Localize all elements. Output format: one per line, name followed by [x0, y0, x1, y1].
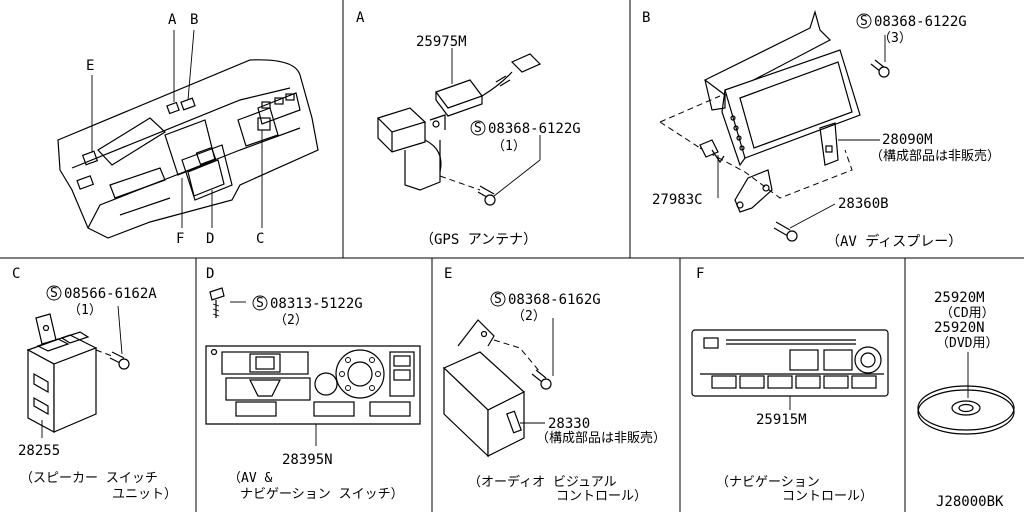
part-number-28330: 28330: [548, 416, 590, 432]
part-number-25920n: 25920N: [934, 320, 985, 336]
panel-f: F 25915M （ナビゲーション コントロール）: [691, 266, 889, 504]
panel-letter: F: [696, 266, 704, 282]
panel-e: E S 08368-6162G （2） 28330 （構成部品は非販売） （オー…: [442, 266, 666, 504]
part-number-08368-6122g: 08368-6122G: [488, 121, 581, 137]
leader-screw-a2: [493, 159, 541, 197]
panel-caption-line2: コントロール）: [556, 489, 647, 504]
standard-part-letter: S: [494, 292, 502, 307]
part-number-25915m: 25915M: [756, 412, 807, 428]
panel-letter: C: [12, 266, 20, 282]
av-display-drawing: [659, 9, 890, 242]
panel-letter: E: [444, 266, 452, 282]
part-number-28090m: 28090M: [882, 132, 933, 148]
standard-part-letter: S: [50, 286, 58, 301]
panel-a: A 25975M S 08368-6122G （1） （GPS: [356, 10, 581, 248]
part-note-dvd: （DVD用）: [936, 336, 998, 351]
panel-b: B: [642, 9, 1000, 250]
av-control-unit-drawing: [442, 319, 552, 458]
callout-e: E: [86, 58, 94, 74]
panel-letter: B: [642, 10, 650, 26]
part-number-25920m: 25920M: [934, 290, 985, 306]
part-number-08368-6162g: 08368-6162G: [508, 292, 601, 308]
standard-part-symbol: [46, 285, 62, 301]
standard-part-letter: S: [256, 296, 264, 311]
standard-part-letter: S: [474, 121, 482, 136]
part-note-cd: （CD用）: [940, 306, 995, 321]
panel-caption-line1: （AV &: [228, 471, 272, 486]
part-number-25975m: 25975M: [416, 34, 467, 50]
standard-part-symbol: [490, 291, 506, 307]
standard-part-symbol: [252, 295, 268, 311]
standard-part-symbol: [856, 13, 872, 29]
speaker-switch-drawing: [26, 313, 130, 434]
callout-b: B: [190, 12, 198, 28]
panel-caption: （AV ディスプレー）: [826, 233, 962, 250]
callout-d: D: [206, 231, 214, 247]
panel-caption-line2: ユニット）: [112, 487, 177, 502]
part-number-08566-6162a: 08566-6162A: [64, 286, 157, 302]
panel-caption-line2: ナビゲーション スイッチ）: [240, 487, 404, 502]
diagram-id: J28000BK: [936, 494, 1004, 510]
nav-control-unit-drawing: [691, 329, 889, 397]
part-quantity: （1）: [492, 139, 526, 154]
part-number-08313-5122g: 08313-5122G: [270, 296, 363, 312]
panel-letter: A: [356, 10, 365, 26]
part-number-28255: 28255: [18, 443, 60, 459]
panel-caption-line2: コントロール）: [782, 489, 873, 504]
gps-antenna-drawing: [376, 53, 542, 206]
part-quantity: （3）: [878, 31, 912, 46]
part-note: （構成部品は非販売）: [536, 430, 666, 446]
av-nav-switch-drawing: [205, 287, 421, 425]
part-number-28360b: 28360B: [838, 196, 889, 212]
panel-caption-line1: （スピーカー スイッチ: [20, 471, 158, 486]
dashboard-drawing: [57, 59, 319, 239]
panel-caption: （GPS アンテナ）: [420, 232, 537, 248]
callout-a: A: [168, 12, 177, 28]
part-number-27983c: 27983C: [652, 192, 703, 208]
panel-letter: D: [206, 266, 214, 282]
callout-f: F: [176, 231, 184, 247]
standard-part-symbol: [470, 120, 486, 136]
leader-28360b: [789, 203, 836, 229]
part-quantity: （2）: [274, 313, 308, 328]
panel-caption-line1: （オーディオ ビジュアル: [468, 474, 617, 490]
standard-part-letter: S: [860, 14, 868, 29]
panel-g: 25920M （CD用） 25920N （DVD用）: [917, 290, 1015, 435]
panel-overview: A B E F D C: [57, 12, 319, 247]
panel-d: D: [205, 266, 421, 502]
leader-screw-c: [117, 305, 123, 355]
part-quantity: （2）: [512, 309, 546, 324]
part-quantity: （1）: [68, 303, 102, 318]
panel-c: C S 08566-6162A （1） 28255 （スピーカー スイッチ ユニ…: [12, 266, 177, 502]
part-number-08368-6122g: 08368-6122G: [874, 14, 967, 30]
callout-c: C: [256, 231, 264, 247]
part-number-28395n: 28395N: [282, 452, 333, 468]
overview-leader-lines: [91, 29, 263, 228]
disc-drawing: [917, 385, 1015, 435]
part-note: （構成部品は非販売）: [870, 148, 1000, 164]
panel-caption-line1: （ナビゲーション: [716, 475, 820, 490]
